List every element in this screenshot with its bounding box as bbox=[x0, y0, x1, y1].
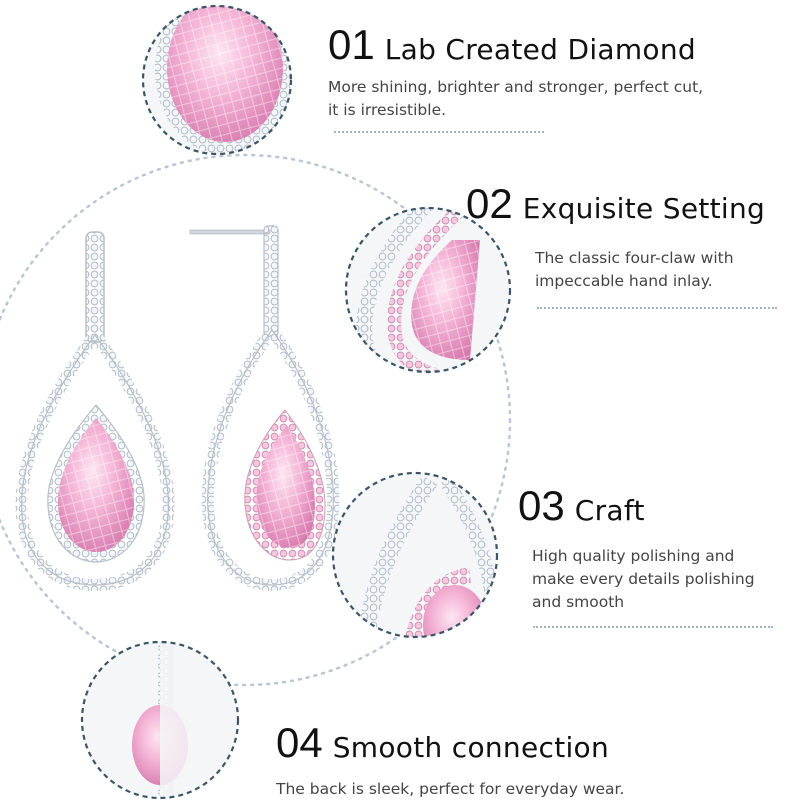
feature-1-title: 01 Lab Created Diamond bbox=[328, 24, 703, 66]
detail-circle-4 bbox=[80, 640, 240, 800]
detail-circle-1 bbox=[141, 4, 293, 156]
detail-gem-closeup bbox=[143, 6, 291, 154]
divider-dots bbox=[334, 131, 544, 133]
feature-4: 04 Smooth connection The back is sleek, p… bbox=[276, 722, 624, 801]
feature-4-heading: Smooth connection bbox=[332, 731, 610, 764]
feature-3-number: 03 bbox=[518, 482, 565, 529]
detail-back-closeup bbox=[82, 642, 238, 798]
divider-dots bbox=[533, 626, 773, 628]
feature-1-desc-line: it is irresistible. bbox=[328, 101, 447, 119]
left-earring bbox=[15, 231, 175, 592]
detail-circle-3 bbox=[331, 471, 499, 639]
feature-3-desc-line: make every details polishing bbox=[532, 570, 755, 588]
detail-circle-2 bbox=[344, 206, 512, 374]
feature-1-heading: Lab Created Diamond bbox=[384, 33, 696, 66]
feature-3-title: 03 Craft bbox=[518, 485, 645, 527]
feature-3-description: High quality polishing and make every de… bbox=[532, 545, 755, 614]
feature-2-description: The classic four-claw with impeccable ha… bbox=[535, 247, 734, 293]
feature-2-heading: Exquisite Setting bbox=[522, 192, 766, 225]
feature-3-desc-line: and smooth bbox=[532, 593, 625, 611]
feature-3-heading: Craft bbox=[574, 494, 645, 527]
feature-3-desc-line: High quality polishing and bbox=[532, 547, 735, 565]
feature-4-desc-line: The back is sleek, perfect for everyday … bbox=[276, 780, 625, 798]
feature-2-desc-line: impeccable hand inlay. bbox=[535, 272, 713, 290]
feature-2-number: 02 bbox=[466, 180, 513, 227]
feature-1: 01 Lab Created Diamond More shining, brig… bbox=[328, 24, 703, 122]
feature-1-desc-line: More shining, brighter and stronger, per… bbox=[328, 78, 704, 96]
feature-2: 02 Exquisite Setting bbox=[466, 183, 765, 225]
feature-4-number: 04 bbox=[276, 719, 323, 766]
connector-arc bbox=[0, 153, 512, 687]
feature-4-title: 04 Smooth connection bbox=[276, 722, 624, 764]
feature-3: 03 Craft bbox=[518, 485, 645, 527]
divider-dots bbox=[537, 307, 777, 309]
right-earring bbox=[189, 225, 340, 592]
feature-1-description: More shining, brighter and stronger, per… bbox=[328, 76, 703, 122]
feature-1-number: 01 bbox=[328, 21, 375, 68]
detail-setting-closeup bbox=[346, 208, 510, 372]
feature-2-desc-line: The classic four-claw with bbox=[535, 249, 734, 267]
feature-2-title: 02 Exquisite Setting bbox=[466, 183, 765, 225]
